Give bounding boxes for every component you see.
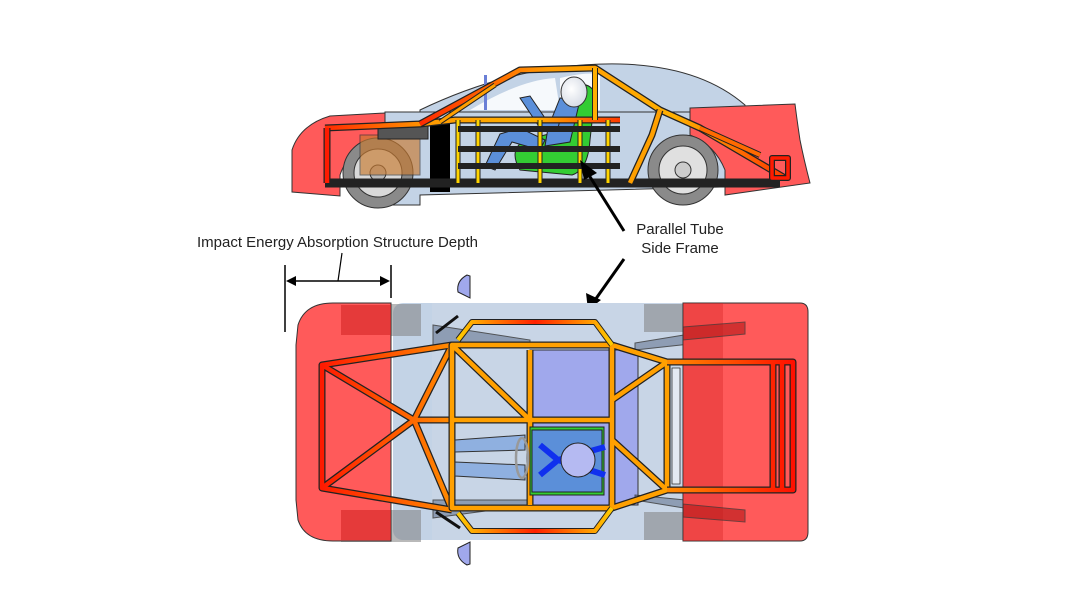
rear-sill-bottom-red [682,503,746,523]
parallel-tube-label-line2: Side Frame [641,240,719,257]
arrow-to-top-frame [593,258,626,301]
top-view [295,274,809,566]
dimension-arrow-right [380,276,390,286]
door-hinge-top [435,314,459,335]
arrow-to-side-frame [585,171,626,232]
driver-helmet-top [560,442,596,478]
windshield [470,78,560,110]
steering-wheel-top [514,436,530,480]
mirror-top [457,274,471,299]
rear-wheel-side [647,134,719,206]
rear-sill-top-red [682,321,746,341]
impact-depth-label: Impact Energy Absorption Structure Depth [197,234,478,251]
top-roll-cage [318,319,797,534]
driver-top [454,426,606,496]
engine-block [359,134,421,176]
driver-helmet [560,76,588,108]
door-hinge-bottom [435,510,461,530]
rear-crush-shade [683,303,723,541]
front-crush-zone-top [295,302,392,542]
side-view [291,63,811,209]
firewall [430,120,450,192]
front-crush-shade-bottom [341,510,391,540]
parallel-tube-label-line1: Parallel Tube [636,221,724,238]
dimension-leader [337,252,343,282]
dimension-arrow-left [286,276,296,286]
arrowhead-side-frame [580,160,597,180]
front-crush-shade-top [341,305,391,335]
parallel-tube-side-frame [455,120,620,183]
driver-legs-top [454,434,526,481]
mirror-bottom [457,541,471,566]
parallel-tube-label: Parallel Tube Side Frame [634,220,726,258]
